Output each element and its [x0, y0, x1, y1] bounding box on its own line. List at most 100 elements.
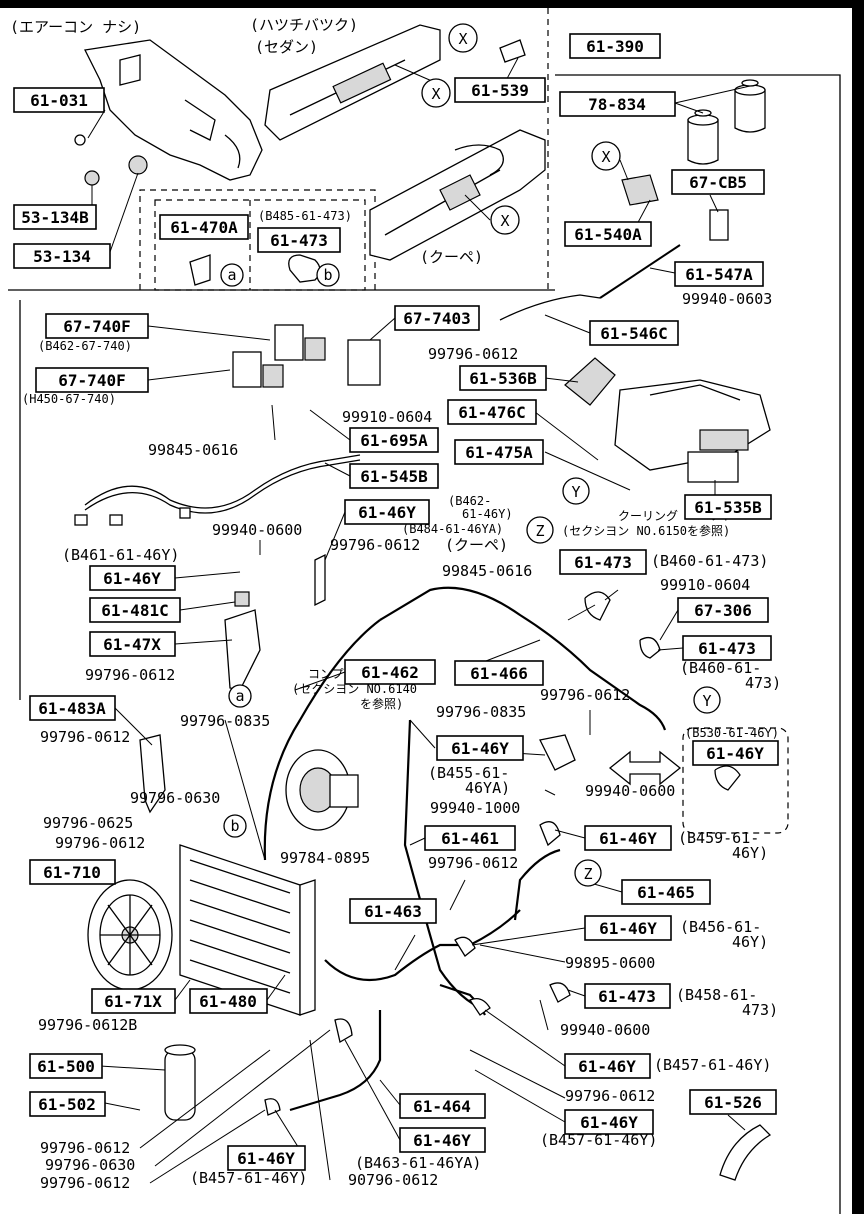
marker-b-1: b — [316, 263, 340, 287]
circle-markers: X X X X a b Y Z a Y b Z — [220, 23, 721, 887]
svg-text:61-473: 61-473 — [270, 231, 328, 250]
label-99796-0612-b: 99796-0612 — [330, 536, 420, 554]
svg-text:b: b — [230, 817, 239, 835]
label-99796-0630-a: 99796-0630 — [130, 789, 220, 807]
label-53-134: 53-134 — [13, 243, 111, 269]
relays-67-740f — [232, 324, 326, 388]
svg-text:61-464: 61-464 — [413, 1097, 471, 1116]
marker-x-2: X — [421, 78, 451, 108]
note-compressor-2: (セクシヨン NO.6140 — [292, 682, 417, 696]
svg-text:61-470A: 61-470A — [170, 218, 238, 237]
label-99796-0612-h: 99796-0612 — [565, 1087, 655, 1105]
label-61-536b: 61-536B — [459, 365, 547, 391]
wiring-harness — [74, 294, 601, 526]
svg-text:61-463: 61-463 — [364, 902, 422, 921]
label-99784-0895: 99784-0895 — [280, 849, 370, 867]
svg-text:53-134B: 53-134B — [21, 208, 89, 227]
svg-text:Y: Y — [571, 483, 580, 501]
svg-text:61-539: 61-539 — [471, 81, 529, 100]
direction-arrow — [608, 750, 682, 786]
label-61-547a: 61-547A — [674, 261, 764, 287]
label-99940-0603: 99940-0603 — [682, 290, 772, 308]
svg-text:61-461: 61-461 — [441, 829, 499, 848]
svg-text:X: X — [601, 148, 610, 166]
svg-text:61-473: 61-473 — [574, 553, 632, 572]
label-61-46y-6: 61-46Y — [584, 915, 672, 941]
label-67-cb5: 67-CB5 — [671, 169, 765, 195]
label-61-46y-5: 61-46Y — [584, 825, 672, 851]
svg-text:61-46Y: 61-46Y — [706, 744, 764, 763]
label-99796-0612-g: 99796-0612 — [428, 854, 518, 872]
svg-text:61-546C: 61-546C — [600, 324, 667, 343]
refrigerant-pipes — [263, 586, 667, 1112]
label-61-46y-2: 61-46Y — [89, 565, 176, 591]
label-61-46y-9: 61-46Y — [399, 1127, 486, 1153]
svg-text:61-473: 61-473 — [698, 639, 756, 658]
label-99940-0600-b: 99940-0600 — [585, 782, 675, 800]
label-99796-0835-b: 99796-0835 — [436, 703, 526, 721]
label-61-502: 61-502 — [29, 1091, 106, 1117]
label-61-695a: 61-695A — [349, 427, 439, 453]
label-b458-2: 473) — [742, 1001, 778, 1019]
label-b459-2: 46Y) — [732, 844, 768, 862]
svg-text:61-46Y: 61-46Y — [103, 569, 161, 588]
svg-text:67-740F: 67-740F — [63, 317, 130, 336]
label-61-500: 61-500 — [29, 1053, 103, 1079]
svg-text:61-536B: 61-536B — [469, 369, 537, 388]
label-61-540a: 61-540A — [564, 221, 652, 247]
hatchback-dash — [264, 24, 441, 141]
label-61-535b: 61-535B — [684, 494, 772, 520]
label-99940-0600-a: 99940-0600 — [212, 521, 302, 539]
cooling-unit — [564, 357, 771, 483]
label-h450-67740: (H450-67-740) — [22, 392, 116, 406]
relay-67-7403 — [347, 339, 381, 386]
label-99796-0612-c: 99796-0612 — [85, 666, 175, 684]
label-61-465: 61-465 — [621, 879, 711, 905]
label-b485: (B485-61-473) — [258, 209, 352, 223]
label-b460-b2: 473) — [745, 674, 781, 692]
note-cooling-unit-2: (セクシヨン NO.6150を参照) — [562, 523, 730, 538]
label-99796-0612-i: 99796-0612 — [40, 1139, 130, 1157]
b485-bracket — [288, 254, 321, 283]
label-61-031: 61-031 — [13, 87, 105, 113]
marker-x-3: X — [490, 205, 520, 235]
label-b455-1: (B455-61- — [428, 764, 509, 782]
label-61-526: 61-526 — [689, 1089, 777, 1115]
label-61-46y-8: 61-46Y — [564, 1109, 654, 1135]
svg-text:61-526: 61-526 — [704, 1093, 762, 1112]
label-61-539: 61-539 — [454, 77, 546, 103]
label-61-480: 61-480 — [189, 988, 268, 1014]
svg-text:61-46Y: 61-46Y — [451, 739, 509, 758]
svg-text:a: a — [235, 687, 244, 705]
svg-text:61-390: 61-390 — [586, 37, 644, 56]
label-99796-0630-b: 99796-0630 — [45, 1156, 135, 1174]
svg-text:61-473: 61-473 — [598, 987, 656, 1006]
boxed-part-labels: 61-031 53-134B 53-134 61-470A 61-473 61-… — [13, 33, 779, 1171]
condenser — [179, 844, 316, 1016]
note-coupe: (クーペ) — [420, 248, 483, 266]
marker-z-2: Z — [574, 859, 602, 887]
svg-text:61-480: 61-480 — [199, 992, 257, 1011]
label-b459-1: (B459-61- — [678, 829, 759, 847]
label-61-546c: 61-546C — [589, 320, 679, 346]
label-61-466: 61-466 — [454, 660, 544, 686]
svg-text:61-502: 61-502 — [38, 1095, 96, 1114]
bracket-61-470a — [189, 254, 211, 286]
label-61-473-3: 61-473 — [682, 635, 772, 661]
label-61-46y-3: 61-46Y — [436, 735, 524, 761]
svg-text:Z: Z — [535, 522, 544, 540]
svg-text:61-710: 61-710 — [43, 863, 101, 882]
marker-a-1: a — [220, 263, 244, 287]
label-b457-c: (B457-61-46Y) — [190, 1169, 307, 1187]
marker-y-1: Y — [562, 477, 590, 505]
label-b462-1: (B462- — [448, 494, 491, 508]
label-61-46y-1: 61-46Y — [344, 499, 430, 525]
label-b457-b: (B457-61-46Y) — [540, 1131, 657, 1149]
svg-text:67-7403: 67-7403 — [403, 309, 470, 328]
no-aircon-panel — [74, 39, 263, 186]
label-67-740f-1: 67-740F — [45, 313, 149, 339]
label-67-7403: 67-7403 — [394, 305, 480, 331]
svg-text:61-46Y: 61-46Y — [599, 829, 657, 848]
marker-b-2: b — [223, 814, 247, 838]
